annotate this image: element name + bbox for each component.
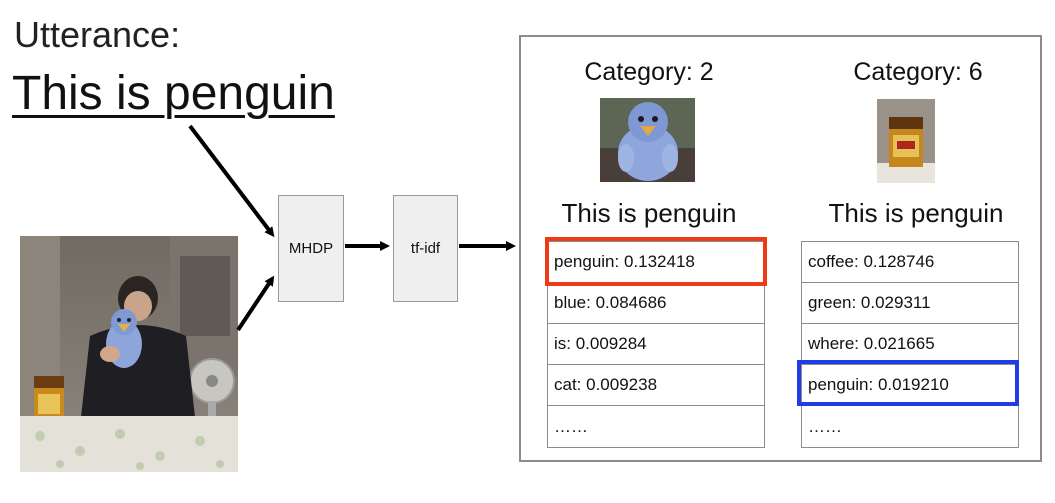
word-row: …… <box>808 416 842 436</box>
result-panel: Category: 2 This is penguin penguin: 0.1… <box>519 35 1042 462</box>
utterance-label: Utterance: <box>14 14 181 55</box>
category-6-title: Category: 6 <box>853 58 983 86</box>
arrow-utterance-to-mhdp <box>188 124 275 238</box>
mhdp-label: MHDP <box>288 240 334 257</box>
category-2-utterance: This is penguin <box>561 198 737 228</box>
word-row: green: 0.029311 <box>802 283 1018 324</box>
category-6-word-list: coffee: 0.128746 green: 0.029311 where: … <box>801 241 1019 448</box>
word-row: blue: 0.084686 <box>548 283 764 324</box>
category-6-highlight-box <box>797 360 1019 406</box>
arrow-scene-to-mhdp <box>236 275 275 332</box>
word-row: cat: 0.009238 <box>548 365 764 406</box>
word-row: is: 0.009284 <box>548 324 764 365</box>
category-6-utterance: This is penguin <box>828 198 1004 228</box>
mhdp-box: MHDP <box>278 195 344 302</box>
category-2-highlight-box <box>545 237 767 286</box>
category-2-image <box>600 98 695 182</box>
tfidf-box: tf-idf <box>393 195 458 302</box>
word-row: coffee: 0.128746 <box>802 242 1018 283</box>
scene-photo <box>20 236 238 472</box>
tfidf-label: tf-idf <box>410 240 441 257</box>
word-row: …… <box>554 416 588 436</box>
category-2-word-list: penguin: 0.132418 blue: 0.084686 is: 0.0… <box>547 241 765 448</box>
category-2-title: Category: 2 <box>584 58 714 86</box>
category-6-image <box>877 99 935 183</box>
word-row: where: 0.021665 <box>802 324 1018 365</box>
utterance-text: This is penguin <box>12 67 335 120</box>
